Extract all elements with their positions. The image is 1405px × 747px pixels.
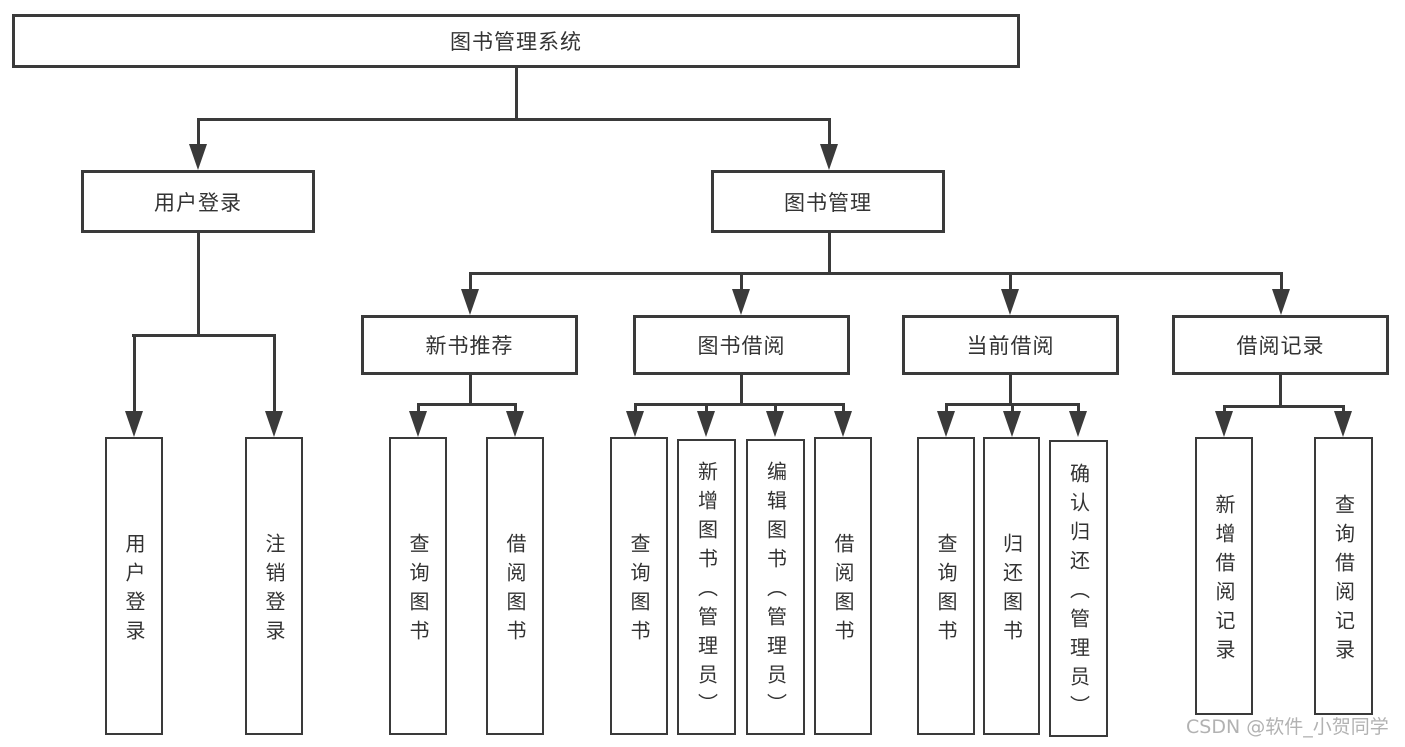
arrow-down-icon — [1003, 411, 1021, 437]
connector-line — [828, 233, 831, 274]
arrow-down-icon — [1215, 411, 1233, 437]
connector-line — [740, 272, 743, 291]
connector-line — [417, 403, 517, 406]
leaf-label: 查询图书 — [934, 532, 958, 649]
node-user-login: 用户登录 — [81, 170, 315, 233]
connector-line — [1223, 405, 1344, 408]
node-label: 图书管理 — [784, 190, 872, 215]
arrow-down-icon — [820, 144, 838, 170]
leaf-label: 注销登录 — [262, 532, 286, 649]
connector-line — [1077, 403, 1080, 413]
node-new-book-recommend: 新书推荐 — [361, 315, 578, 375]
connector-line — [132, 334, 275, 337]
watermark: CSDN @软件_小贺同学 — [1186, 716, 1389, 738]
leaf-user-login: 用户登录 — [105, 437, 163, 735]
leaf-query-books-borrowing: 查询图书 — [610, 437, 668, 735]
node-borrow-records: 借阅记录 — [1172, 315, 1389, 375]
connector-line — [842, 403, 845, 413]
node-label: 图书借阅 — [697, 334, 786, 358]
leaf-return-book: 归还图书 — [983, 437, 1040, 735]
arrow-down-icon — [125, 411, 143, 437]
node-label: 当前借阅 — [966, 334, 1055, 358]
leaf-label: 编辑图书（管理员） — [763, 461, 788, 722]
connector-line — [197, 118, 200, 146]
node-label: 新书推荐 — [425, 334, 514, 358]
connector-line — [417, 403, 420, 413]
arrow-down-icon — [937, 411, 955, 437]
leaf-query-borrow-record: 查询借阅记录 — [1314, 437, 1373, 715]
leaf-label: 查询图书 — [406, 532, 430, 649]
connector-line — [469, 272, 1283, 275]
node-current-borrowing: 当前借阅 — [902, 315, 1119, 375]
leaf-add-borrow-record: 新增借阅记录 — [1195, 437, 1253, 715]
arrow-down-icon — [265, 411, 283, 437]
leaf-edit-book-admin: 编辑图书（管理员） — [746, 439, 805, 735]
connector-line — [514, 403, 517, 413]
connector-line — [1009, 272, 1012, 291]
arrow-down-icon — [189, 144, 207, 170]
arrow-down-icon — [1001, 289, 1019, 315]
connector-line — [1223, 405, 1226, 413]
leaf-borrow-books-recommend: 借阅图书 — [486, 437, 544, 735]
leaf-label: 查询借阅记录 — [1331, 493, 1356, 668]
connector-line — [1280, 272, 1283, 291]
connector-line — [740, 375, 743, 405]
connector-line — [1009, 375, 1012, 405]
leaf-label: 借阅图书 — [503, 532, 527, 649]
leaf-borrow-books-borrowing: 借阅图书 — [814, 437, 872, 735]
node-book-management: 图书管理 — [711, 170, 945, 233]
connector-line — [705, 403, 708, 413]
arrow-down-icon — [1272, 289, 1290, 315]
node-label: 图书管理系统 — [450, 30, 582, 54]
leaf-query-books-current: 查询图书 — [917, 437, 975, 735]
node-label: 借阅记录 — [1236, 334, 1325, 358]
leaf-add-book-admin: 新增图书（管理员） — [677, 439, 736, 735]
connector-line — [469, 375, 472, 405]
arrow-down-icon — [834, 411, 852, 437]
leaf-logout: 注销登录 — [245, 437, 303, 735]
arrow-down-icon — [1334, 411, 1352, 437]
arrow-down-icon — [626, 411, 644, 437]
arrow-down-icon — [766, 411, 784, 437]
connector-line — [945, 403, 948, 413]
connector-line — [469, 272, 472, 291]
connector-line — [197, 233, 200, 336]
arrow-down-icon — [732, 289, 750, 315]
node-book-borrowing: 图书借阅 — [633, 315, 850, 375]
connector-line — [273, 334, 276, 413]
node-label: 用户登录 — [154, 190, 242, 215]
connector-line — [634, 403, 845, 406]
connector-line — [828, 118, 831, 146]
connector-line — [133, 334, 136, 413]
connector-line — [1011, 403, 1014, 413]
arrow-down-icon — [1069, 411, 1087, 437]
connector-line — [774, 403, 777, 413]
arrow-down-icon — [506, 411, 524, 437]
arrow-down-icon — [409, 411, 427, 437]
leaf-label: 查询图书 — [627, 532, 651, 649]
leaf-label: 新增借阅记录 — [1212, 493, 1236, 668]
connector-line — [1342, 405, 1345, 413]
leaf-label: 新增图书（管理员） — [694, 461, 719, 722]
node-library-management-system: 图书管理系统 — [12, 14, 1020, 68]
arrow-down-icon — [461, 289, 479, 315]
arrow-down-icon — [697, 411, 715, 437]
leaf-confirm-return-admin: 确认归还（管理员） — [1049, 440, 1108, 737]
connector-line — [197, 118, 831, 121]
leaf-query-books-recommend: 查询图书 — [389, 437, 447, 735]
leaf-label: 借阅图书 — [831, 532, 855, 649]
leaf-label: 确认归还（管理员） — [1066, 462, 1091, 724]
connector-line — [515, 68, 518, 121]
leaf-label: 归还图书 — [999, 532, 1024, 649]
connector-line — [634, 403, 637, 413]
leaf-label: 用户登录 — [122, 532, 146, 649]
connector-line — [1279, 375, 1282, 407]
